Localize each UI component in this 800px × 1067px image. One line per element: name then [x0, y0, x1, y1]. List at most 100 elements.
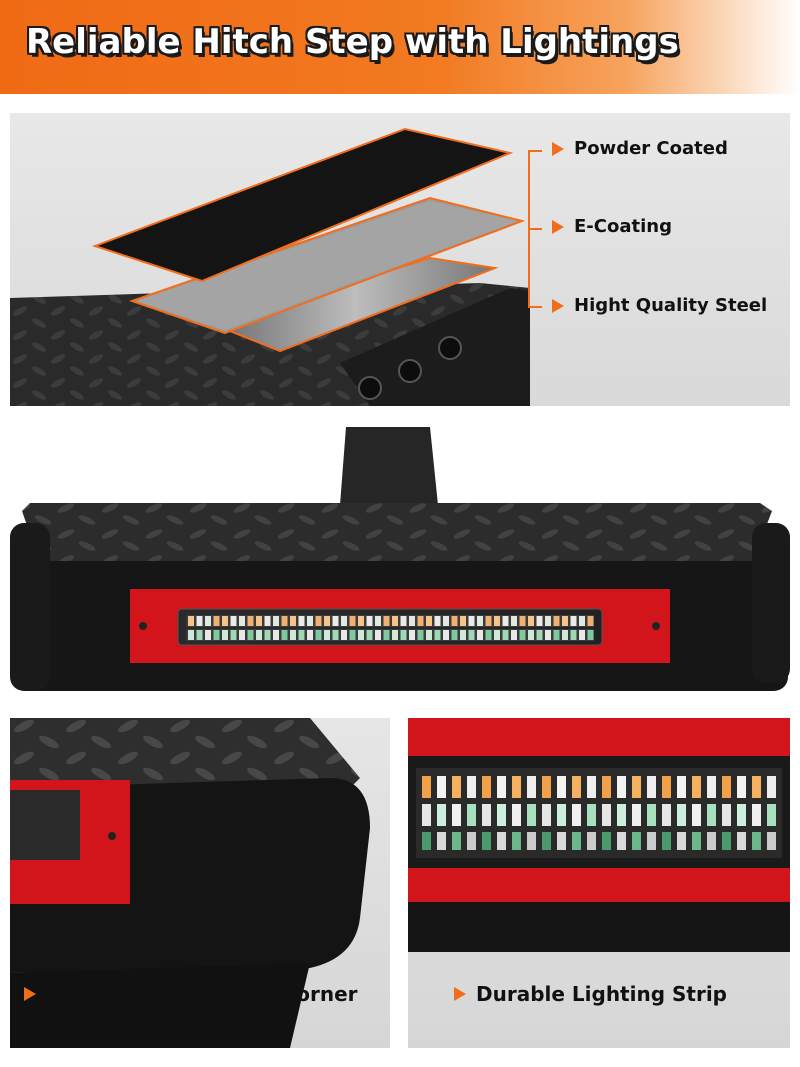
led-cell — [632, 804, 641, 826]
led-cell — [579, 616, 585, 626]
led-cell — [572, 776, 581, 798]
layers-bracket-mid — [528, 228, 542, 230]
led-cell — [647, 776, 656, 798]
led-cell — [222, 616, 228, 626]
led-cell — [264, 630, 271, 640]
led-cell — [497, 804, 506, 826]
led-cell — [437, 832, 446, 850]
led-cell — [239, 616, 245, 626]
led-cell — [290, 616, 296, 626]
led-cell — [460, 630, 466, 640]
led-cell — [222, 630, 228, 640]
led-cell — [482, 776, 491, 798]
led-cell — [570, 616, 577, 626]
led-cell — [512, 804, 521, 826]
coating-layers-illustration — [10, 127, 530, 406]
led-cell — [662, 804, 671, 826]
led-cell — [557, 776, 566, 798]
led-cell — [451, 616, 458, 626]
led-cell — [452, 804, 461, 826]
led-cell — [434, 616, 441, 626]
led-cell — [230, 616, 237, 626]
led-cell — [536, 630, 543, 640]
led-cell — [752, 832, 761, 850]
led-cell — [482, 832, 491, 850]
led-cell — [324, 616, 330, 626]
led-cell — [230, 630, 237, 640]
led-cell — [443, 616, 449, 626]
caption-corner: Smooth Surface and Corner — [24, 982, 358, 1006]
led-cell — [553, 616, 560, 626]
led-cell — [477, 616, 483, 626]
led-cell — [707, 832, 716, 850]
led-cell — [662, 776, 671, 798]
led-cell — [527, 776, 536, 798]
led-cell — [579, 630, 585, 640]
strip-closeup-illustration — [408, 718, 790, 952]
led-cell — [752, 776, 761, 798]
led-cell — [767, 804, 776, 826]
layer-powder-coated: Powder Coated — [552, 138, 728, 159]
led-cell — [426, 616, 432, 626]
led-cell — [422, 832, 431, 850]
layer-e-coating: E-Coating — [552, 216, 672, 237]
led-cell — [767, 776, 776, 798]
led-cell — [545, 616, 551, 626]
led-cell — [587, 832, 596, 850]
led-cell — [692, 776, 701, 798]
led-cell — [437, 776, 446, 798]
hitch-step-panel — [10, 423, 790, 703]
led-cell — [188, 616, 194, 626]
led-cell — [692, 804, 701, 826]
led-cell — [383, 630, 390, 640]
led-cell — [512, 832, 521, 850]
led-cell — [256, 630, 262, 640]
led-cell — [452, 776, 461, 798]
led-cell — [205, 630, 211, 640]
led-cell — [383, 616, 390, 626]
led-cell — [542, 832, 551, 850]
led-cell — [468, 616, 475, 626]
led-cell — [617, 832, 626, 850]
layer-steel: Hight Quality Steel — [552, 295, 767, 316]
led-cell — [298, 616, 305, 626]
led-cell — [281, 616, 288, 626]
led-cell — [707, 776, 716, 798]
led-cell — [494, 616, 500, 626]
led-cell — [460, 616, 466, 626]
led-cell — [366, 630, 373, 640]
led-cell — [617, 776, 626, 798]
led-cell — [536, 616, 543, 626]
led-cell — [677, 804, 686, 826]
led-cell — [417, 616, 424, 626]
led-cell — [358, 616, 364, 626]
led-cell — [188, 630, 194, 640]
led-cell — [452, 832, 461, 850]
led-cell — [572, 804, 581, 826]
led-cell — [542, 804, 551, 826]
corner-closeup-illustration — [10, 718, 370, 1048]
led-cell — [409, 630, 415, 640]
led-cell — [722, 776, 731, 798]
led-cell — [247, 616, 254, 626]
led-cell — [528, 616, 534, 626]
led-cell — [315, 630, 322, 640]
header-banner: Reliable Hitch Step with Lightings — [0, 0, 800, 94]
led-cell — [196, 630, 203, 640]
led-cell — [332, 630, 339, 640]
coating-layers-panel: Powder Coated E-Coating Hight Quality St… — [10, 113, 790, 406]
led-cell — [570, 630, 577, 640]
led-cell — [722, 804, 731, 826]
led-cell — [307, 630, 313, 640]
led-cell — [264, 616, 271, 626]
led-cell — [497, 776, 506, 798]
led-cell — [298, 630, 305, 640]
led-cell — [239, 630, 245, 640]
led-cell — [602, 804, 611, 826]
led-cell — [196, 616, 203, 626]
led-cell — [572, 832, 581, 850]
led-cell — [400, 616, 407, 626]
led-cell — [662, 832, 671, 850]
led-cell — [467, 804, 476, 826]
led-cell — [677, 832, 686, 850]
